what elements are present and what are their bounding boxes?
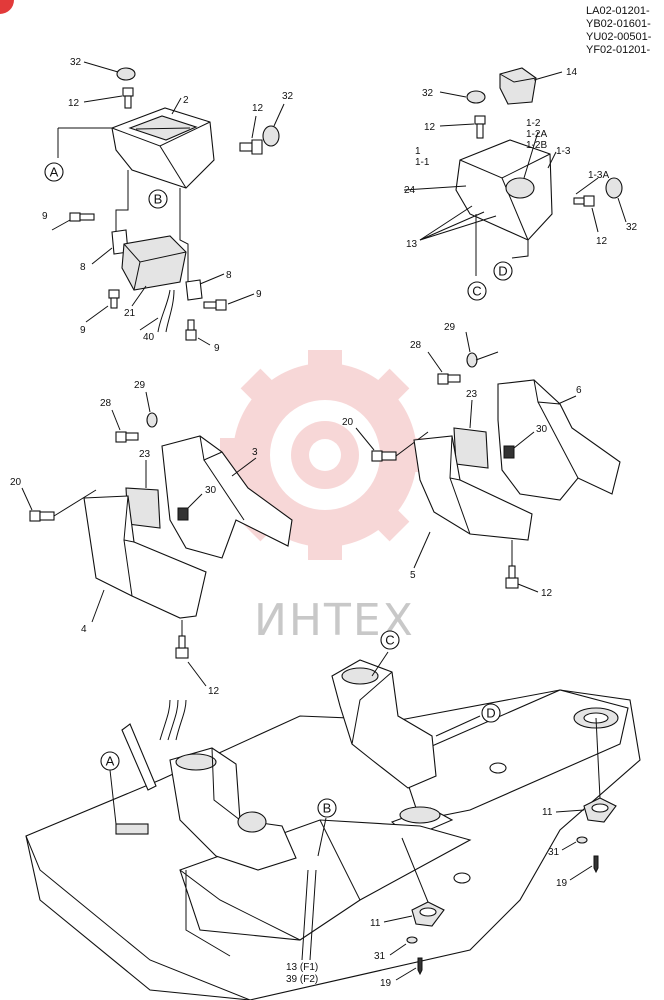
part-number-label: 9 <box>256 289 262 300</box>
part-number-labels: 32 12 2 12 32 9 8 21 40 8 9 9 9 14 32 12… <box>10 57 638 989</box>
part-number-label: 8 <box>80 262 86 273</box>
callout-C-lower: C <box>380 630 400 650</box>
console-cover-assembly-right <box>403 67 627 276</box>
frame-assembly <box>25 651 641 1000</box>
part-number-label: 23 <box>139 449 151 460</box>
callout-D-upper: D <box>493 261 513 281</box>
part-number-label: 19 <box>380 978 392 989</box>
part-number-label: 28 <box>100 398 112 409</box>
part-number-label: 12 <box>424 122 436 133</box>
part-number-label: 13 <box>406 239 418 250</box>
serial-code: YF02-01201- <box>586 44 651 56</box>
callout-C-upper: C <box>467 281 487 301</box>
part-number-label: 11 <box>370 918 381 929</box>
part-number-label: 21 <box>124 308 136 319</box>
svg-text:D: D <box>498 264 507 279</box>
part-number-label: 3 <box>252 447 258 458</box>
serial-code: YU02-00501- <box>586 31 652 43</box>
part-number-label: 29 <box>444 322 456 333</box>
svg-text:D: D <box>486 706 495 721</box>
part-number-label: 2 <box>183 95 189 106</box>
part-number-label: 1-2 <box>526 118 541 129</box>
part-number-label: 11 <box>542 807 553 818</box>
part-number-label: 6 <box>576 385 582 396</box>
part-number-label: 9 <box>42 211 48 222</box>
callout-A-upper: A <box>44 162 64 182</box>
part-number-label: 12 <box>68 98 80 109</box>
part-number-label: 9 <box>214 343 220 354</box>
part-number-label: 12 <box>541 588 553 599</box>
part-number-label: 19 <box>556 878 568 889</box>
part-number-label: 20 <box>10 477 22 488</box>
serial-codes: LA02-01201- YB02-01601- YU02-00501- YF02… <box>586 5 652 56</box>
part-number-label: 8 <box>226 270 232 281</box>
svg-text:A: A <box>106 754 115 769</box>
part-number-label: 13 (F1) <box>286 962 318 973</box>
part-number-label: 30 <box>536 424 548 435</box>
callout-D-lower: D <box>481 703 501 723</box>
part-number-label: 1-2B <box>526 140 547 151</box>
svg-text:B: B <box>323 801 332 816</box>
console-cover-assembly-left <box>51 61 285 346</box>
part-number-label: 23 <box>466 389 478 400</box>
svg-text:A: A <box>50 165 59 180</box>
part-number-label: 32 <box>70 57 82 68</box>
svg-text:C: C <box>385 633 394 648</box>
part-number-label: 1 <box>415 146 421 157</box>
svg-text:C: C <box>472 284 481 299</box>
cap-32-left <box>116 67 136 81</box>
part-number-label: 31 <box>548 847 560 858</box>
part-number-label: 29 <box>134 380 146 391</box>
side-cover-assembly-right <box>355 331 621 593</box>
part-number-label: 12 <box>252 103 264 114</box>
part-number-label: 39 (F2) <box>286 974 318 985</box>
part-number-label: 1-3A <box>588 170 609 181</box>
callout-A-lower: A <box>100 751 120 771</box>
part-number-label: 5 <box>410 570 416 581</box>
corner-mark <box>0 0 14 14</box>
part-number-label: 32 <box>422 88 434 99</box>
side-cover-assembly-left <box>21 391 293 687</box>
part-number-label: 28 <box>410 340 422 351</box>
part-number-label: 14 <box>566 67 578 78</box>
serial-code: LA02-01201- <box>586 5 650 17</box>
part-number-label: 9 <box>80 325 86 336</box>
part-number-label: 24 <box>404 185 416 196</box>
part-number-label: 1-1 <box>415 157 430 168</box>
callout-B-upper: B <box>148 189 168 209</box>
part-number-label: 32 <box>282 91 294 102</box>
bolt-9-b <box>108 289 120 309</box>
svg-text:B: B <box>154 192 163 207</box>
part-number-label: 4 <box>81 624 87 635</box>
bolt-9-d <box>185 319 197 341</box>
part-number-label: 20 <box>342 417 354 428</box>
part-number-label: 1-2A <box>526 129 547 140</box>
part-number-label: 12 <box>596 236 608 247</box>
part-number-label: 31 <box>374 951 386 962</box>
serial-code: YB02-01601- <box>586 18 651 30</box>
part-number-label: 32 <box>626 222 638 233</box>
part-number-label: 40 <box>143 332 155 343</box>
part-number-label: 30 <box>205 485 217 496</box>
bolt-9-c <box>203 299 227 311</box>
part-number-label: 1-3 <box>556 146 571 157</box>
bolt-9-a <box>69 212 95 222</box>
callout-B-lower: B <box>317 798 337 818</box>
part-number-label: 12 <box>208 686 220 697</box>
